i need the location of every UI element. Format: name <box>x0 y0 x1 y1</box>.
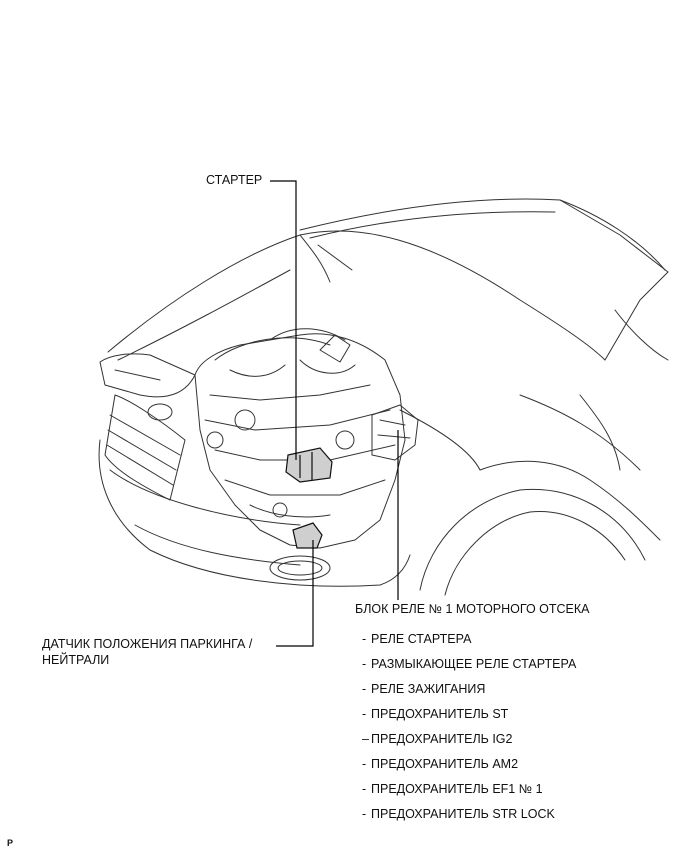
relay-block-drawing <box>371 404 419 461</box>
list-dash: - <box>362 807 367 821</box>
list-dash: - <box>362 632 367 646</box>
front-bumper <box>98 439 411 587</box>
list-item-label: ПРЕДОХРАНИТЕЛЬ ST <box>371 707 509 721</box>
list-item: –ПРЕДОХРАНИТЕЛЬ IG2 <box>362 727 576 752</box>
headlight <box>99 353 196 398</box>
list-item-label: РЕЛЕ СТАРТЕРА <box>371 632 472 646</box>
sensor-leader-line <box>276 540 314 647</box>
list-dash: - <box>362 707 367 721</box>
list-item-label: ПРЕДОХРАНИТЕЛЬ IG2 <box>371 732 513 746</box>
figure-code: P <box>7 838 14 848</box>
list-dash: - <box>362 782 367 796</box>
list-item-label: ПРЕДОХРАНИТЕЛЬ EF1 № 1 <box>371 782 543 796</box>
list-dash: - <box>362 657 367 671</box>
list-item-label: ПРЕДОХРАНИТЕЛЬ AM2 <box>371 757 519 771</box>
windshield <box>299 198 666 271</box>
list-item: -РЕЛЕ СТАРТЕРА <box>362 627 576 652</box>
list-item-label: РЕЛЕ ЗАЖИГАНИЯ <box>371 682 486 696</box>
list-dash: – <box>362 732 369 746</box>
starter-leader-line <box>270 180 297 460</box>
a-pillar <box>559 199 669 273</box>
list-item: -РАЗМЫКАЮЩЕЕ РЕЛЕ СТАРТЕРА <box>362 652 576 677</box>
list-item: -ПРЕДОХРАНИТЕЛЬ AM2 <box>362 752 576 777</box>
list-item: -ПРЕДОХРАНИТЕЛЬ STR LOCK <box>362 802 576 827</box>
list-item-label: РАЗМЫКАЮЩЕЕ РЕЛЕ СТАРТЕРА <box>371 657 577 671</box>
starter-label: СТАРТЕР <box>206 173 263 187</box>
list-item: -ПРЕДОХРАНИТЕЛЬ EF1 № 1 <box>362 777 576 802</box>
park-neutral-sensor-label-line1: ДАТЧИК ПОЛОЖЕНИЯ ПАРКИНГА / <box>42 637 253 651</box>
engine-block <box>194 333 406 549</box>
list-dash: - <box>362 682 367 696</box>
list-item-label: ПРЕДОХРАНИТЕЛЬ STR LOCK <box>371 807 555 821</box>
relay-block-label: БЛОК РЕЛЕ № 1 МОТОРНОГО ОТСЕКА <box>355 602 590 616</box>
fender-outline <box>399 409 661 541</box>
emblem <box>147 403 173 421</box>
list-item: -ПРЕДОХРАНИТЕЛЬ ST <box>362 702 576 727</box>
list-dash: - <box>362 757 367 771</box>
park-neutral-sensor-drawing <box>292 522 323 549</box>
front-grille <box>104 394 186 501</box>
starter-motor-drawing <box>285 447 333 483</box>
list-item: -РЕЛЕ ЗАЖИГАНИЯ <box>362 677 576 702</box>
fog-light <box>269 555 331 581</box>
hood-outline <box>107 230 606 361</box>
hood-edge <box>299 234 331 283</box>
wheel-arch <box>419 488 646 591</box>
relay-block-contents-list: -РЕЛЕ СТАРТЕРА -РАЗМЫКАЮЩЕЕ РЕЛЕ СТАРТЕР… <box>362 627 576 827</box>
hood-crease <box>117 269 291 361</box>
park-neutral-sensor-label-line2: НЕЙТРАЛИ <box>42 653 110 667</box>
